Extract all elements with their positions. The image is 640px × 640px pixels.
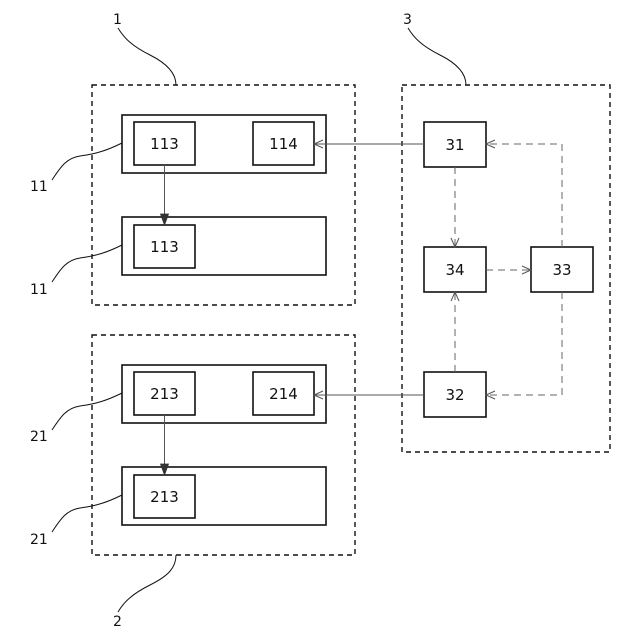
module-21-upper-leader bbox=[52, 393, 122, 430]
group-2-ref: 2 bbox=[113, 614, 122, 630]
block-33-label: 33 bbox=[552, 261, 571, 279]
group-2-boundary bbox=[92, 335, 355, 555]
group-3-ref: 3 bbox=[403, 12, 412, 28]
group-1-leader bbox=[118, 28, 176, 85]
wire-33-to-32 bbox=[486, 292, 562, 395]
arrowhead-113-lower bbox=[161, 214, 169, 225]
block-214-label: 214 bbox=[269, 385, 298, 403]
group-1-ref: 1 bbox=[113, 12, 122, 28]
block-32-label: 32 bbox=[445, 386, 464, 404]
block-114-label: 114 bbox=[269, 135, 298, 153]
module-11-upper-leader bbox=[52, 143, 122, 180]
group-1-boundary bbox=[92, 85, 355, 305]
module-21-upper-ref: 21 bbox=[30, 429, 48, 445]
module-21-lower-ref: 21 bbox=[30, 532, 48, 548]
module-11-lower-leader bbox=[52, 245, 122, 282]
module-21-lower-leader bbox=[52, 495, 122, 532]
group-2-leader bbox=[118, 555, 176, 612]
block-213-lower-label: 213 bbox=[150, 488, 179, 506]
module-11-upper-ref: 11 bbox=[30, 179, 48, 195]
block-34-label: 34 bbox=[445, 261, 464, 279]
block-213-upper-label: 213 bbox=[150, 385, 179, 403]
arrowhead-213-lower bbox=[161, 464, 169, 475]
module-11-lower-ref: 11 bbox=[30, 282, 48, 298]
block-31-label: 31 bbox=[445, 136, 464, 154]
block-113-upper-label: 113 bbox=[150, 135, 179, 153]
group-3-leader bbox=[408, 28, 466, 85]
block-113-lower-label: 113 bbox=[150, 238, 179, 256]
wire-33-to-31 bbox=[486, 144, 562, 247]
